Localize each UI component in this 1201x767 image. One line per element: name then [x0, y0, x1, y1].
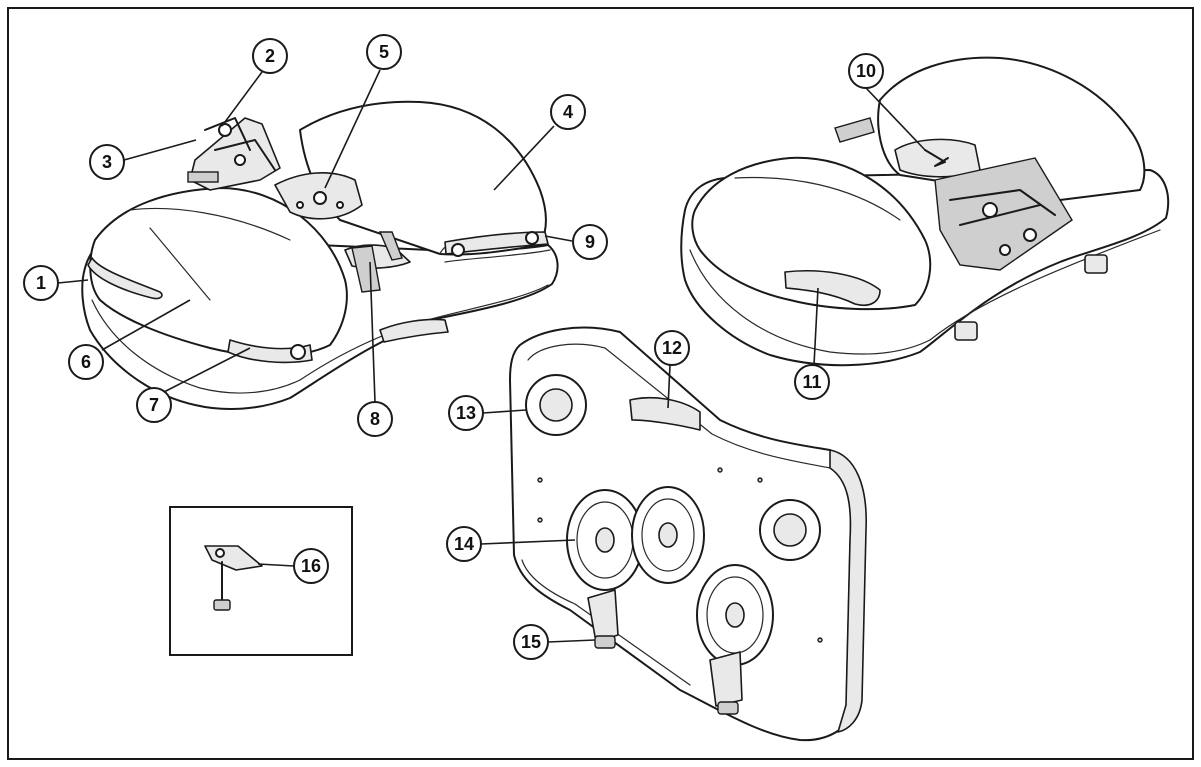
callout-4-label: 4	[563, 102, 573, 122]
mower-body-rear	[680, 56, 1170, 367]
callout-9-label: 9	[585, 232, 595, 252]
callout-15: 15	[513, 624, 549, 660]
callout-7: 7	[136, 387, 172, 423]
callout-6: 6	[68, 344, 104, 380]
callout-2: 2	[252, 38, 288, 74]
callout-3: 3	[89, 144, 125, 180]
callout-8-label: 8	[370, 409, 380, 429]
callout-6-label: 6	[81, 352, 91, 372]
blade-disc-2	[631, 486, 705, 584]
detail-box	[169, 506, 353, 656]
callout-16: 16	[293, 548, 329, 584]
callout-12-label: 12	[662, 338, 682, 358]
diagram-frame	[7, 7, 1194, 760]
callout-5: 5	[366, 34, 402, 70]
blade-detail	[169, 506, 353, 656]
mower-body-front	[81, 100, 559, 411]
callout-4: 4	[550, 94, 586, 130]
callout-8: 8	[357, 401, 393, 437]
cutting-deck	[509, 326, 867, 742]
callout-5-label: 5	[379, 42, 389, 62]
callout-14: 14	[446, 526, 482, 562]
callout-14-label: 14	[454, 534, 474, 554]
callout-12: 12	[654, 330, 690, 366]
callout-16-label: 16	[301, 556, 321, 576]
leader-lines	[57, 69, 926, 643]
callout-9: 9	[572, 224, 608, 260]
callout-15-label: 15	[521, 632, 541, 652]
callout-1: 1	[23, 265, 59, 301]
callout-11: 11	[794, 364, 830, 400]
callout-1-label: 1	[36, 273, 46, 293]
callout-13: 13	[448, 395, 484, 431]
blade-disc-3	[696, 564, 774, 666]
callout-10: 10	[848, 53, 884, 89]
callout-2-label: 2	[265, 46, 275, 66]
callout-11-label: 11	[802, 372, 821, 392]
callout-10-label: 10	[856, 61, 876, 81]
callout-3-label: 3	[102, 152, 112, 172]
callout-13-label: 13	[456, 403, 476, 423]
callout-7-label: 7	[149, 395, 159, 415]
